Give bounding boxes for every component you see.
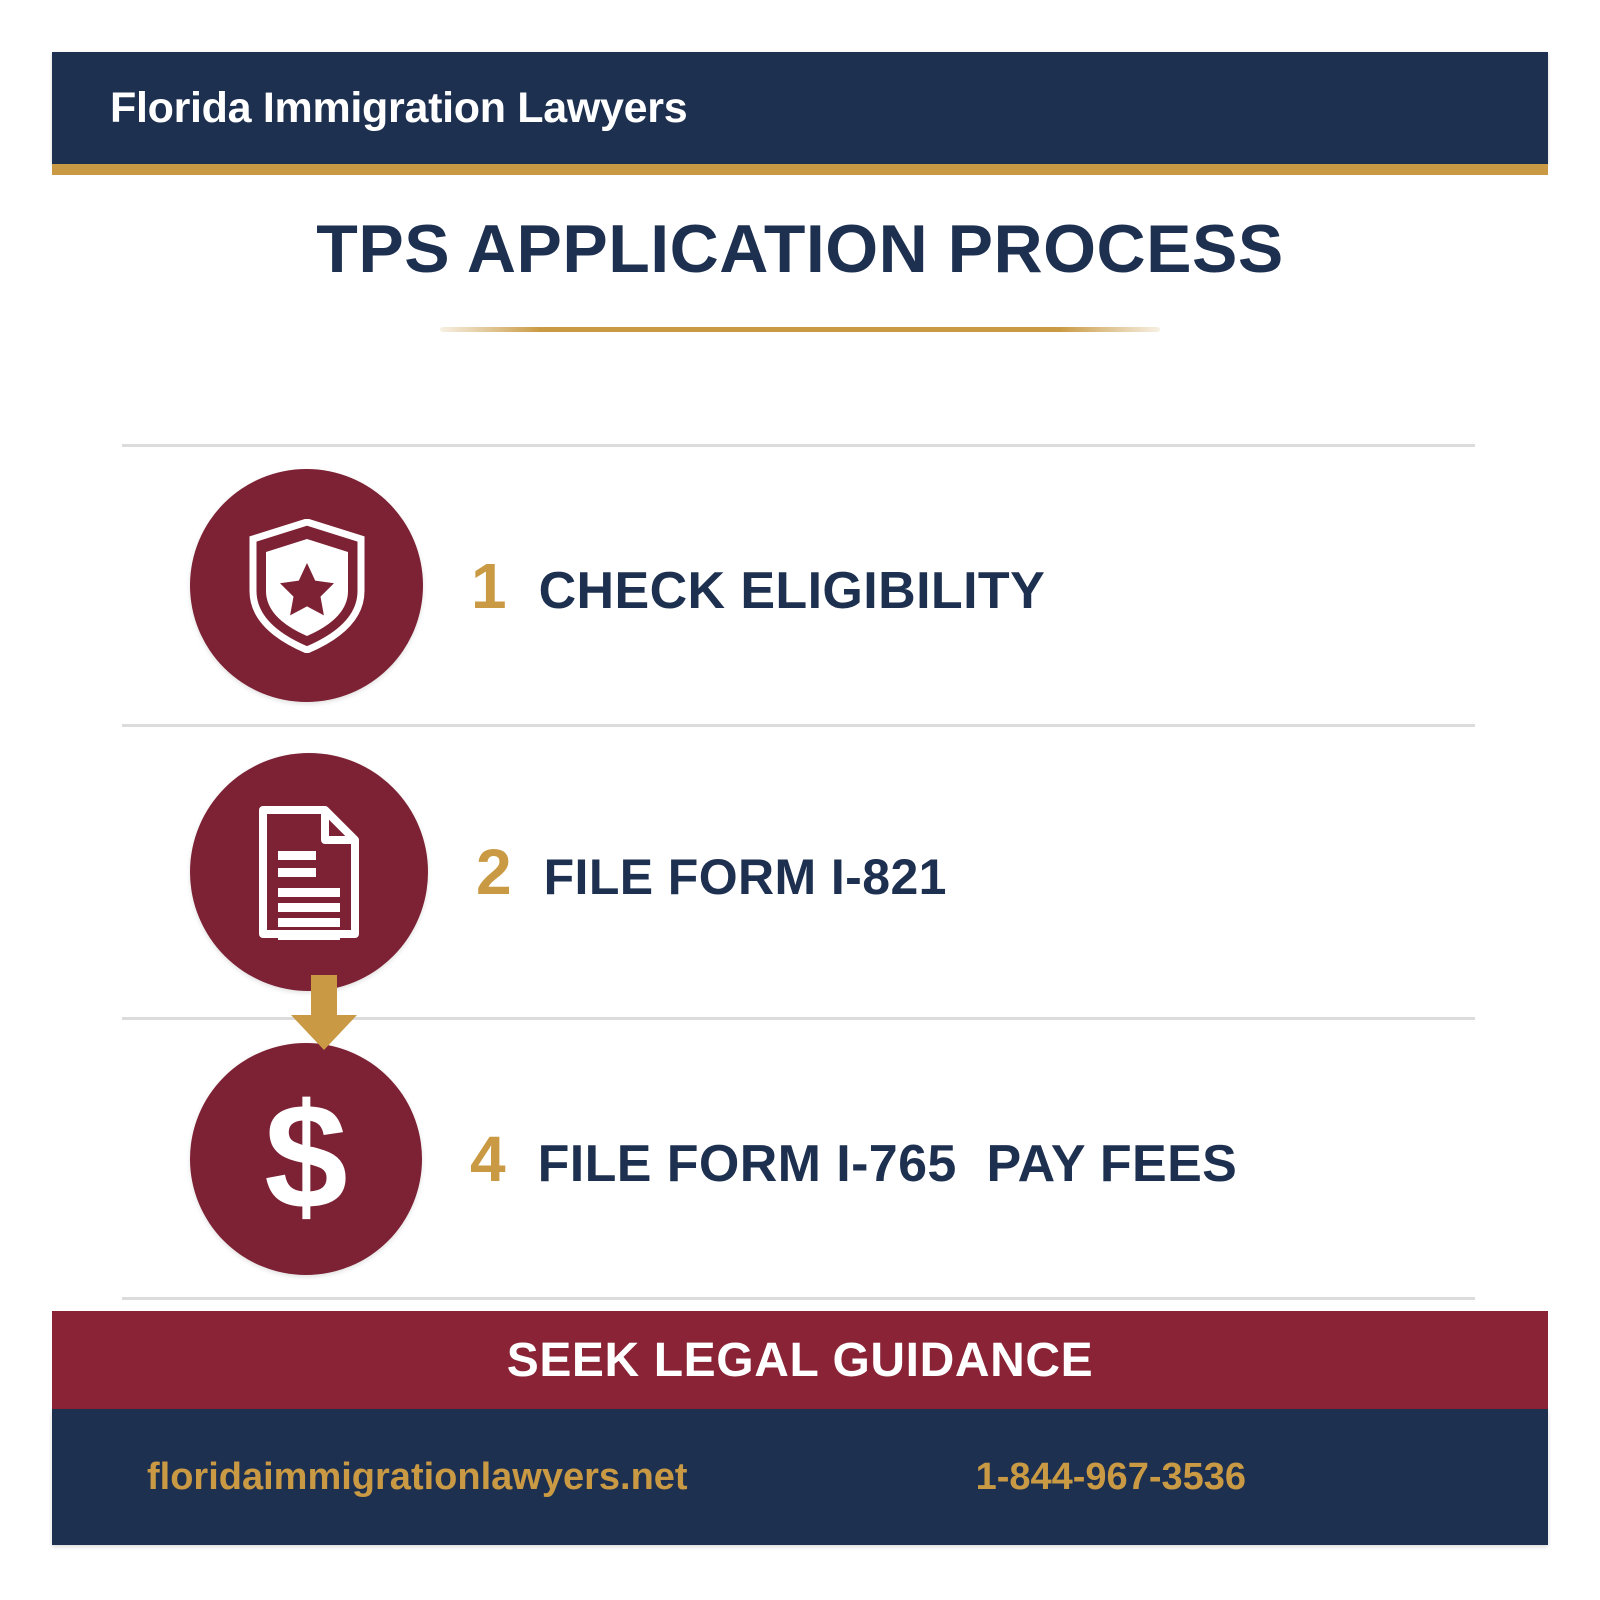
step-number: 1 [471, 549, 507, 622]
step-icon-badge [190, 753, 428, 991]
step-divider [122, 724, 1475, 727]
footer-bar: floridaimmigrationlawyers.net 1-844-967-… [52, 1409, 1548, 1545]
step-number: 4 [470, 1122, 506, 1195]
footer-website-link[interactable]: floridaimmigrationlawyers.net [147, 1455, 688, 1498]
page-title: TPS APPLICATION PROCESS [316, 211, 1284, 287]
footer-phone-number[interactable]: 1-844-967-3536 [975, 1455, 1247, 1498]
step-icon-badge [190, 469, 423, 702]
cta-bar[interactable]: SEEK LEGAL GUIDANCE [52, 1311, 1548, 1409]
step-row[interactable]: 2 FILE FORM I-821 [122, 727, 1475, 1050]
step-text: 1 CHECK ELIGIBILITY [471, 554, 1045, 618]
step-label: FILE FORM I-821 [543, 849, 947, 905]
step-row[interactable]: 1 CHECK ELIGIBILITY [122, 447, 1475, 724]
header-bar: Florida Immigration Lawyers [52, 52, 1548, 164]
step-text: 4 FILE FORM I-765 PAY FEES [470, 1127, 1237, 1191]
steps-list: 1 CHECK ELIGIBILITY [122, 444, 1475, 1300]
step-text: 2 FILE FORM I-821 [476, 840, 947, 904]
step-divider-bottom [122, 1297, 1475, 1300]
step-icon-badge: $ [190, 1042, 422, 1275]
title-block: TPS APPLICATION PROCESS [0, 215, 1600, 332]
header-gold-rule [52, 164, 1548, 175]
cta-text: SEEK LEGAL GUIDANCE [506, 1333, 1094, 1387]
title-underline-divider [440, 327, 1160, 332]
step-number: 2 [476, 836, 512, 908]
shield-star-icon [248, 518, 366, 653]
down-arrow-icon [287, 975, 361, 1051]
step-label: FILE FORM I-765 PAY FEES [537, 1134, 1238, 1193]
step-divider-top [122, 444, 1475, 447]
document-icon [253, 804, 365, 940]
step-row[interactable]: $ 4 FILE FORM I-765 PAY FEES [122, 1020, 1475, 1297]
step-label: CHECK ELIGIBILITY [538, 561, 1046, 620]
brand-name: Florida Immigration Lawyers [110, 83, 688, 132]
step-divider [122, 1017, 1475, 1020]
dollar-sign-icon: $ [264, 1071, 348, 1240]
